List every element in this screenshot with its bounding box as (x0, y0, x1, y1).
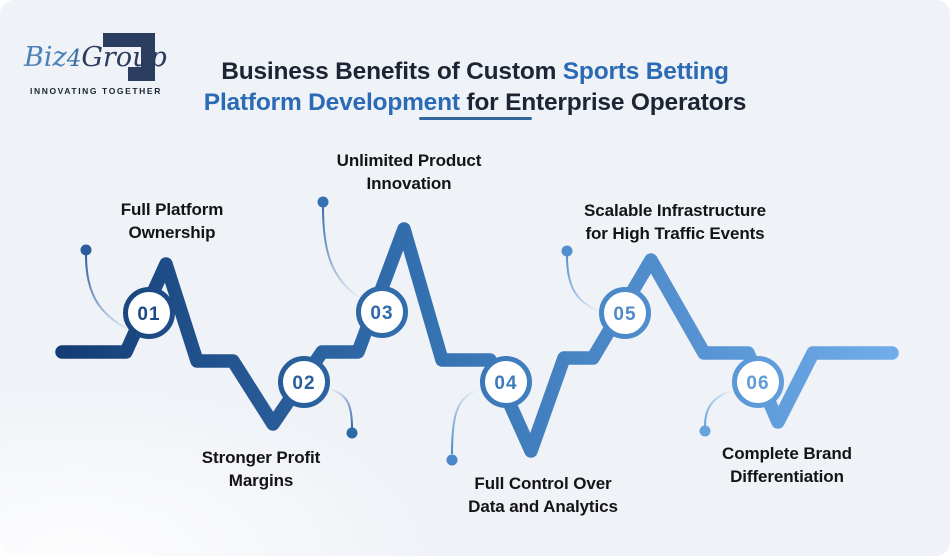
step-circle-04: 04 (480, 356, 532, 408)
connector-5 (566, 255, 601, 313)
timeline-dot-1 (80, 244, 92, 256)
step-circle-03: 03 (356, 286, 408, 338)
step-circle-05: 05 (599, 287, 651, 339)
step-number-03: 03 (370, 303, 393, 324)
step-circle-06: 06 (732, 356, 784, 408)
step-number-06: 06 (746, 373, 769, 394)
connector-3 (322, 206, 362, 300)
connector-6 (704, 390, 733, 427)
step-circle-02: 02 (278, 356, 330, 408)
connector-4 (451, 389, 479, 455)
logo-text-biz: Biz (24, 42, 67, 73)
title-dark-1: Business Benefits of Custom (221, 58, 563, 86)
title-dark-2: for Enterprise Operators (459, 89, 747, 117)
step-number-02: 02 (292, 373, 315, 394)
step-label-5: Scalable Infrastructure for High Traffic… (584, 201, 766, 243)
step-number-01: 01 (137, 304, 160, 325)
title-underline (419, 117, 532, 120)
logo-tagline: INNOVATING TOGETHER (30, 86, 162, 96)
biz4group-logo: Biz4Group INNOVATING TOGETHER (18, 10, 178, 102)
step-label-1: Full Platform Ownership (120, 200, 224, 242)
connector-2 (328, 388, 353, 429)
timeline-dot-5 (561, 245, 573, 257)
step-circle-01: 01 (123, 287, 175, 339)
logo-text-group: Group (81, 42, 167, 73)
step-label-2: Stronger Profit Margins (201, 448, 321, 490)
timeline-dot-4 (446, 454, 458, 466)
logo-bracket-icon (103, 33, 155, 81)
timeline-dot-6 (699, 425, 711, 437)
timeline-dot-3 (317, 196, 329, 208)
step-number-05: 05 (613, 304, 636, 325)
pulse-line (55, 222, 899, 458)
title-highlight: Sports Betting Platform Development (203, 58, 729, 117)
step-label-4: Full Control Over Data and Analytics (468, 474, 618, 516)
connector-1 (85, 254, 132, 332)
step-number-04: 04 (494, 373, 517, 394)
page-title: Business Benefits of Custom Sports Betti… (185, 56, 765, 118)
logo-text-four: 4 (66, 46, 82, 72)
timeline-dot-2 (346, 427, 358, 439)
step-label-6: Complete Brand Differentiation (722, 444, 852, 486)
step-label-3: Unlimited Product Innovation (336, 151, 482, 193)
logo-wordmark: Biz4Group (24, 42, 167, 75)
